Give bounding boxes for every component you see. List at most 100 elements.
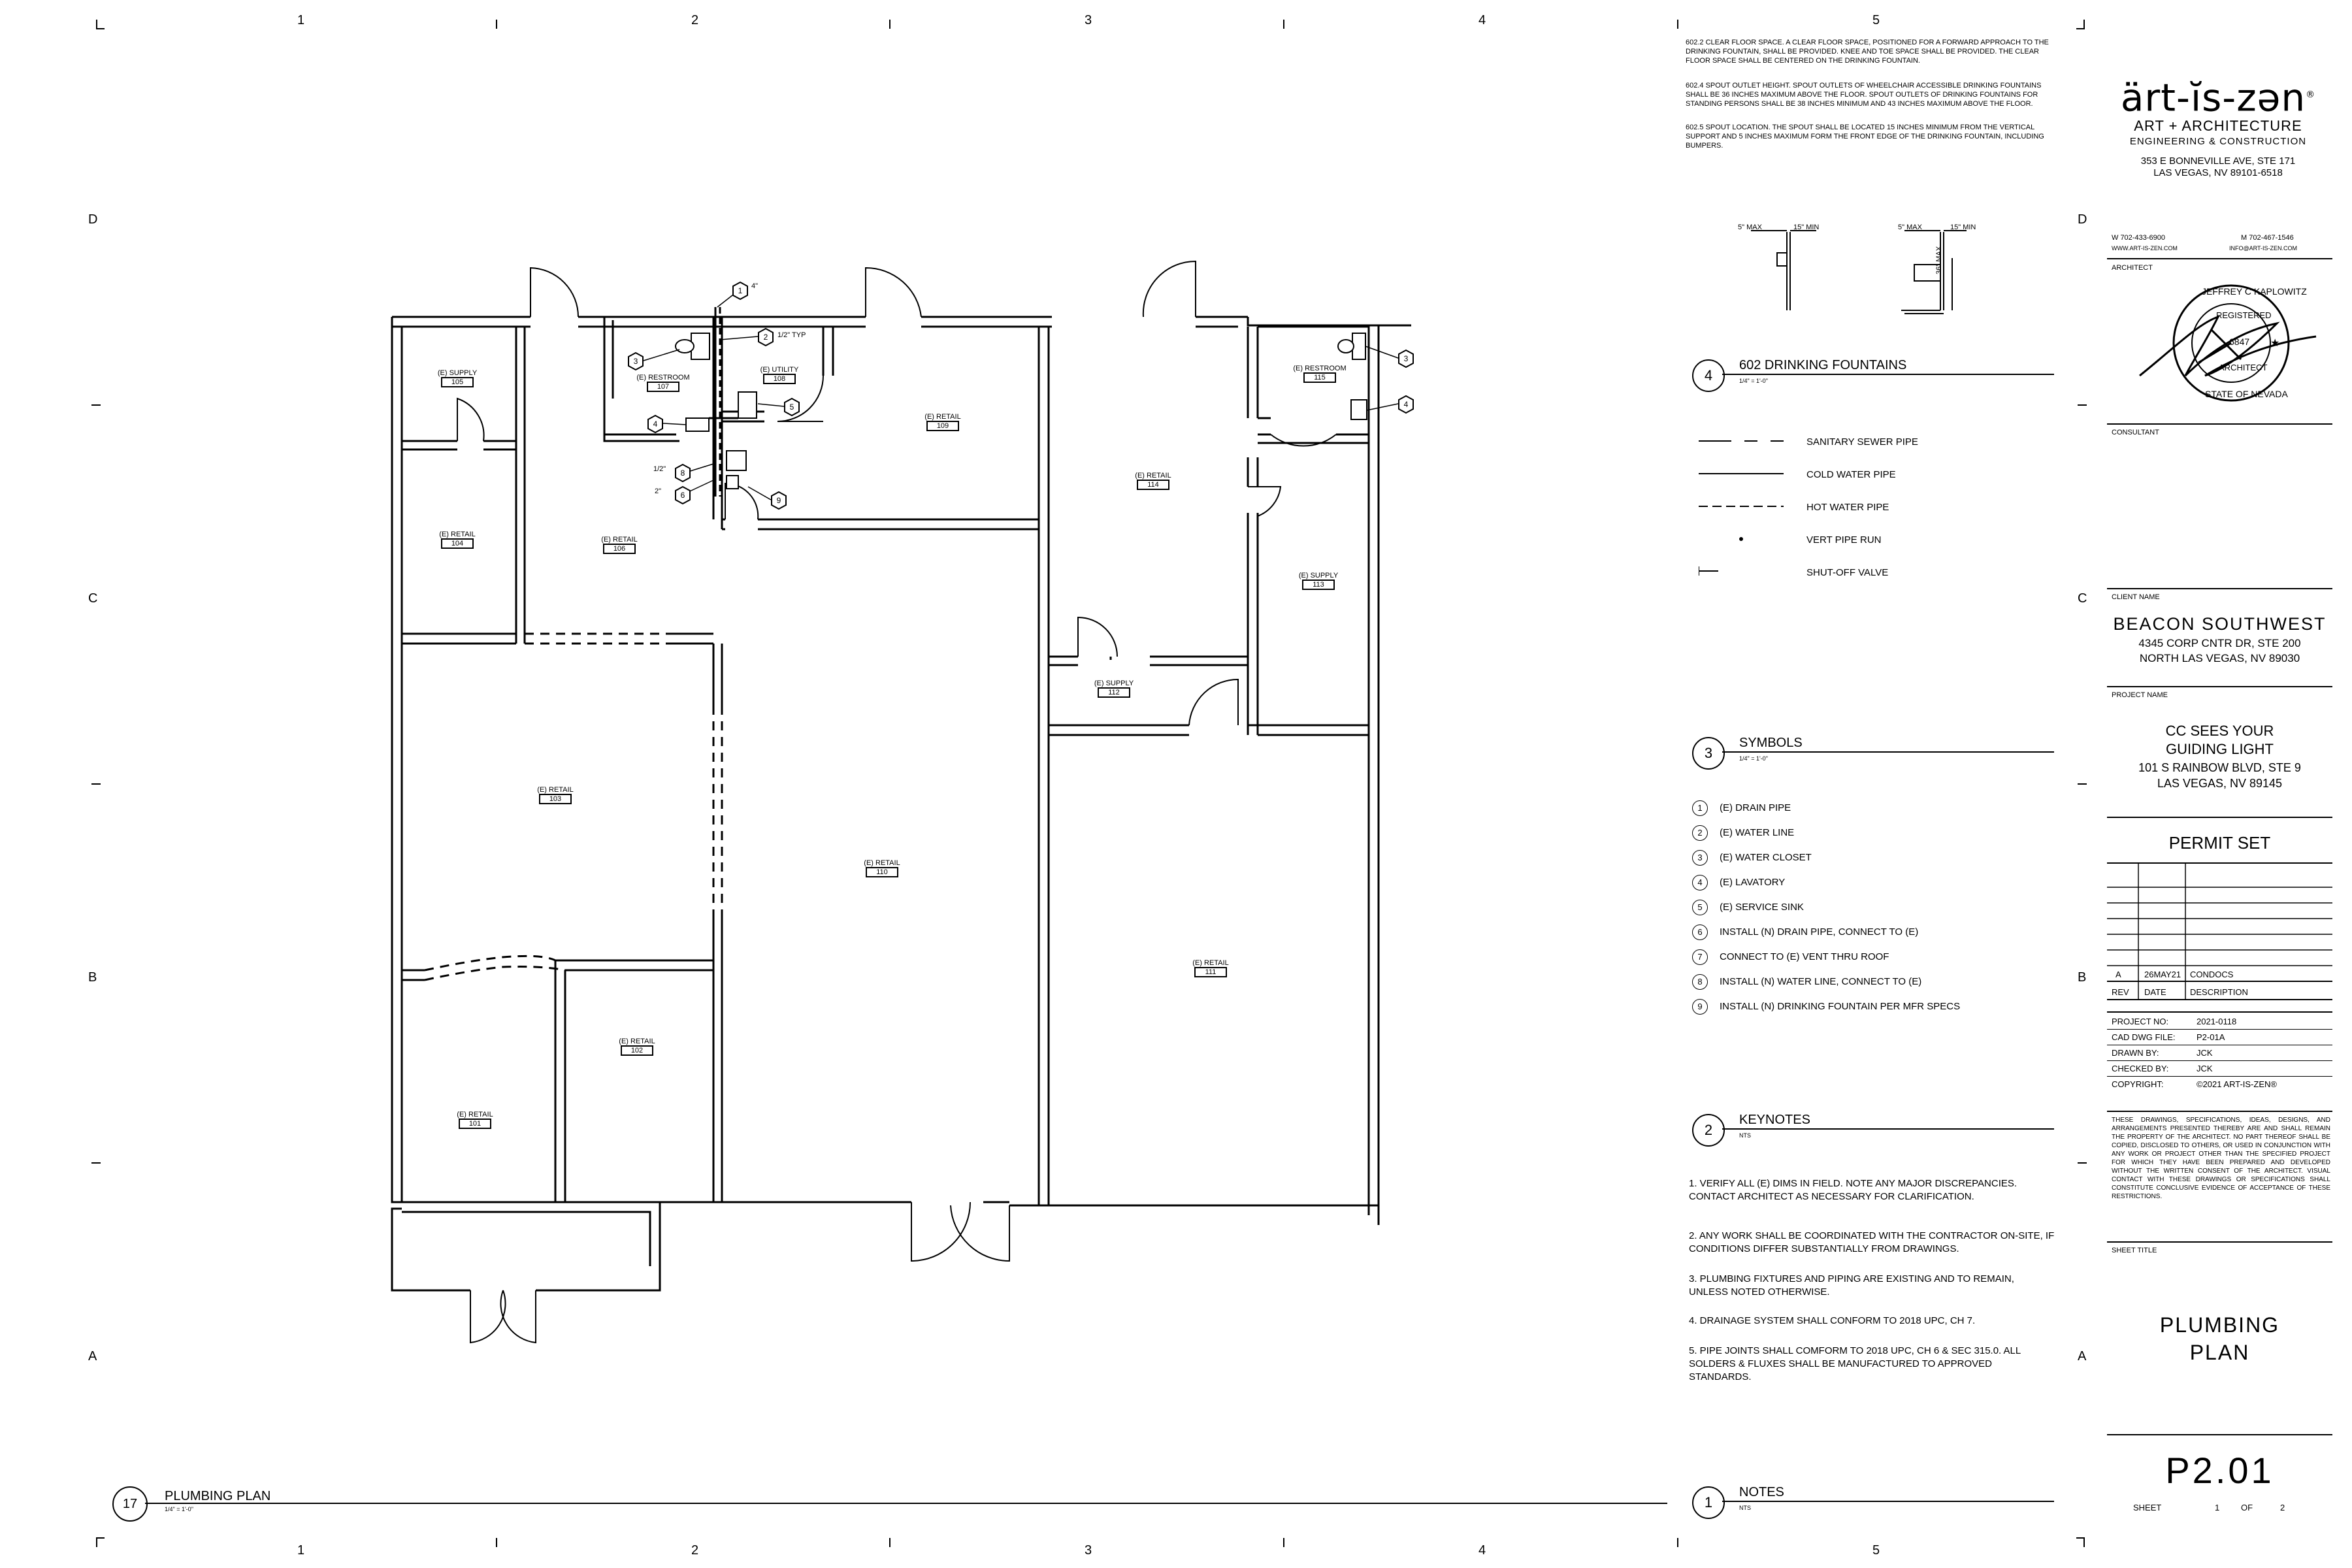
section-3-line [1722, 751, 2054, 753]
info-project-no-value: 2021-0118 [2197, 1017, 2237, 1026]
firm-email: INFO@ART-IS-ZEN.COM [2229, 245, 2297, 252]
fountain-dim-c: 5" MAX [1898, 223, 1922, 231]
grid-row-c-right: C [2078, 591, 2087, 606]
seal-number: 6847 [2229, 336, 2250, 347]
seal-name: JEFFREY C KAPLOWITZ [2202, 286, 2307, 297]
symbol-label: CONNECT TO (E) VENT THRU ROOF [1720, 951, 1889, 962]
room-name: (E) RESTROOM [636, 374, 690, 382]
disclaimer: THESE DRAWINGS, SPECIFICATIONS, IDEAS, D… [2112, 1117, 2330, 1200]
section-1-bubble: 1 [1692, 1486, 1725, 1519]
legend-shutoff-valve: SHUT-OFF VALVE [1806, 567, 1889, 578]
section-3-scale: 1/4" = 1'-0" [1739, 755, 1768, 762]
client-label: CLIENT NAME [2112, 593, 2160, 601]
svg-text:3: 3 [634, 357, 638, 366]
svg-text:6: 6 [681, 491, 685, 500]
info-copyright-value: ©2021 ART-IS-ZEN® [2197, 1079, 2277, 1089]
callout-2-size: 1/2" TYP [777, 331, 806, 339]
grid-col-4-top: 4 [1478, 13, 1486, 27]
room-name: (E) SUPPLY [437, 369, 478, 377]
room-number: 106 [603, 544, 636, 554]
legend-hot-water: HOT WATER PIPE [1806, 502, 1889, 513]
sheet-of-b: 2 [2280, 1503, 2285, 1512]
firm-address-2: LAS VEGAS, NV 89101-6518 [2153, 167, 2283, 178]
fountain-dim-d: 15" MIN [1950, 223, 1976, 231]
sheet-title-label: SHEET TITLE [2112, 1247, 2157, 1254]
tb-divider [2107, 588, 2332, 589]
symbol-label: INSTALL (N) DRINKING FOUNTAIN PER MFR SP… [1720, 1001, 1961, 1012]
symbol-item: 7 CONNECT TO (E) VENT THRU ROOF [1692, 949, 1960, 974]
tb-row-line [2107, 1029, 2332, 1030]
grid-row-b-left: B [88, 970, 97, 985]
grid-col-3-bottom: 3 [1085, 1543, 1092, 1558]
pipe-legend-symbols [1699, 440, 1784, 576]
room-number: 104 [441, 538, 474, 549]
architect-label: ARCHITECT [2112, 264, 2153, 272]
tb-divider [2107, 817, 2332, 818]
symbol-label: INSTALL (N) WATER LINE, CONNECT TO (E) [1720, 976, 1922, 987]
grid-row-b-right: B [2078, 970, 2087, 985]
sheet-word: SHEET [2133, 1503, 2162, 1512]
plan-title-bubble: 17 [112, 1486, 148, 1522]
legend-cold-water: COLD WATER PIPE [1806, 469, 1896, 480]
svg-text:4: 4 [653, 419, 658, 429]
sheet-title-2: PLAN [2189, 1341, 2250, 1364]
room-name: (E) RETAIL [1192, 959, 1229, 967]
grid-row-d-right: D [2078, 212, 2087, 227]
legend-vert-pipe: VERT PIPE RUN [1806, 534, 1882, 546]
section-3-title: SYMBOLS [1739, 736, 1803, 750]
section-3-bubble: 3 [1692, 737, 1725, 770]
project-label: PROJECT NAME [2112, 691, 2168, 699]
symbol-item: 3(E) WATER CLOSET [1692, 850, 1960, 875]
fountain-note-602-2: 602.2 CLEAR FLOOR SPACE. A CLEAR FLOOR S… [1686, 39, 2049, 65]
room-name: (E) SUPPLY [1094, 679, 1134, 687]
symbol-marker: 4 [1692, 875, 1708, 890]
room-number: 111 [1194, 967, 1227, 977]
room-number: 114 [1137, 480, 1169, 490]
grid-col-5-top: 5 [1872, 13, 1880, 27]
info-drawn-value: JCK [2197, 1048, 2213, 1058]
rev-row-rev: A [2115, 970, 2121, 979]
symbol-label: (E) WATER LINE [1720, 827, 1795, 838]
symbol-marker: 1 [1692, 800, 1708, 816]
room-number: 105 [441, 377, 474, 387]
symbol-label: (E) SERVICE SINK [1720, 902, 1804, 913]
section-4-line [1722, 374, 2054, 375]
symbol-marker: 5 [1692, 900, 1708, 915]
room-number: 102 [621, 1045, 653, 1056]
svg-text:5: 5 [790, 402, 794, 412]
room-number: 115 [1303, 372, 1336, 383]
seal-architect: ARCHITECT [2219, 363, 2268, 372]
keynote-2: 2. ANY WORK SHALL BE COORDINATED WITH TH… [1689, 1230, 2055, 1254]
fountain-note-602-4: 602.4 SPOUT OUTLET HEIGHT. SPOUT OUTLETS… [1686, 82, 2042, 108]
firm-address-1: 353 E BONNEVILLE AVE, STE 171 [2140, 155, 2296, 167]
symbol-label: (E) LAVATORY [1720, 877, 1786, 888]
room-name: (E) RESTROOM [1293, 365, 1347, 372]
symbols-list: 1(E) DRAIN PIPE 2 (E) WATER LINE 3(E) WAT… [1692, 800, 1960, 1024]
grid-col-1-top: 1 [297, 13, 305, 27]
keynote-5: 5. PIPE JOINTS SHALL COMFORM TO 2018 UPC… [1689, 1345, 2021, 1382]
revision-table [2107, 862, 2332, 1000]
section-1-title: NOTES [1739, 1485, 1784, 1499]
symbol-marker: 8 [1692, 974, 1708, 990]
project-name-2: GUIDING LIGHT [2165, 741, 2274, 757]
client-address-1: 4345 CORP CNTR DR, STE 200 [2138, 637, 2301, 649]
legend-sanitary-sewer: SANITARY SEWER PIPE [1806, 436, 1918, 448]
firm-logo-text: ärt-ĭs-zən [2120, 75, 2306, 120]
svg-text:★: ★ [2270, 336, 2279, 349]
project-address-2: LAS VEGAS, NV 89145 [2157, 777, 2283, 790]
plan-title-text: PLUMBING PLAN [165, 1489, 271, 1503]
symbol-item: 1(E) DRAIN PIPE [1692, 800, 1960, 825]
symbol-marker: 9 [1692, 999, 1708, 1015]
symbol-marker: 2 [1692, 825, 1708, 841]
tb-divider [2107, 862, 2332, 864]
firm-line-1: ART + ARCHITECTURE [2134, 118, 2302, 134]
tb-divider [2107, 686, 2332, 687]
symbol-marker: 7 [1692, 949, 1708, 965]
svg-text:4: 4 [1404, 400, 1409, 409]
svg-text:3: 3 [1404, 354, 1409, 363]
